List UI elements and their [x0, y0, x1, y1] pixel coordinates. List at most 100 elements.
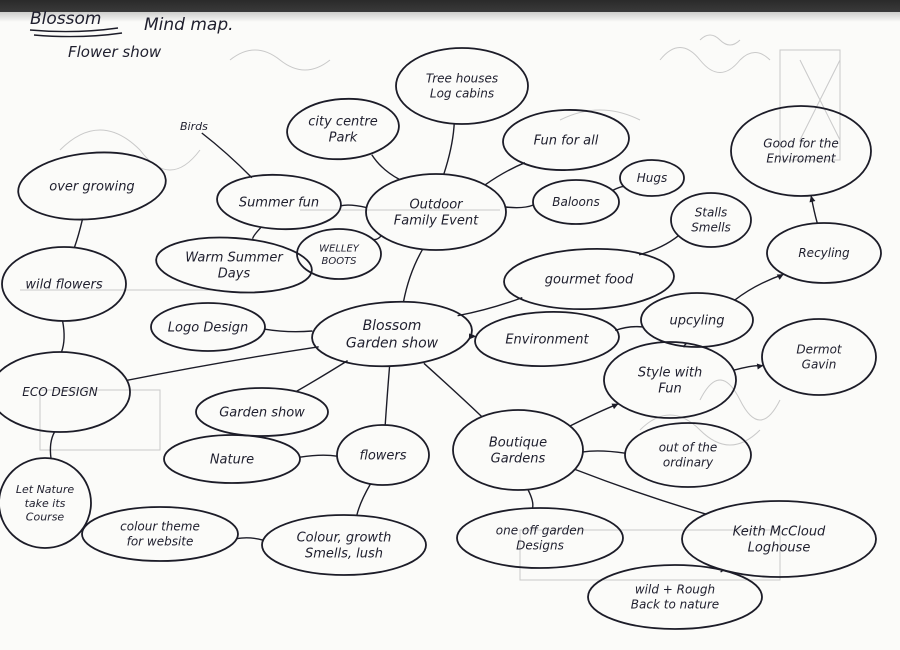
arrowhead-boutique-stylefun: [611, 403, 619, 410]
edge-outdoor-citypark: [371, 154, 400, 181]
edge-summerfun-warmdays: [252, 227, 262, 239]
node-outofordinary-label: out of the: [659, 441, 718, 455]
node-dermot-outline: [761, 318, 877, 396]
node-oneoff-outline: [456, 507, 624, 569]
node-overgrowing: over growing: [17, 151, 167, 221]
background-pencil-sketches: [20, 34, 841, 581]
node-colour-label: Colour, growth: [297, 530, 392, 545]
edge-outdoor-welley: [372, 235, 382, 241]
node-funforall-label: Fun for all: [534, 134, 599, 149]
node-overgrowing-label: over growing: [49, 180, 134, 195]
edge-gourmet-stalls: [638, 235, 679, 256]
node-boutique-outline: [452, 409, 584, 491]
node-wildrough-outline: [587, 564, 763, 630]
node-ecodesign-outline: [0, 351, 131, 433]
edge-boutique-stylefun: [569, 403, 619, 427]
node-colourtheme-label: for website: [127, 535, 194, 549]
node-wildrough-label: Back to nature: [631, 598, 719, 612]
node-gardenshow-outline: [195, 387, 329, 437]
node-environment: Environment: [474, 310, 620, 368]
node-flowers-outline: [336, 424, 430, 486]
node-boutique-label: Boutique: [489, 435, 547, 450]
node-letnature-label: Let Nature: [16, 483, 74, 496]
node-summerfun: Summer fun: [216, 173, 342, 231]
node-blossom-label: Blossom: [363, 318, 422, 334]
node-stylefun-outline: [603, 341, 737, 419]
node-gourmet-label: gourmet food: [545, 273, 634, 288]
node-wildflowers-outline: [1, 246, 127, 322]
node-recycling: Recyling: [766, 222, 882, 284]
node-goodenv-label: Enviroment: [766, 152, 837, 166]
edge-environment-upcycling: [614, 325, 643, 332]
node-blossom-label: Garden show: [346, 336, 439, 352]
node-treehouses-outline: [395, 47, 529, 125]
edge-blossom-gourmet: [457, 296, 523, 317]
node-welley-label: BOOTS: [321, 256, 357, 267]
node-treehouses-label: Tree houses: [426, 72, 498, 86]
page-top-shadow: [0, 12, 900, 22]
edge-blossom-outdoor: [402, 248, 424, 303]
edge-outdoor-summerfun: [340, 204, 367, 209]
node-keith-outline: [681, 500, 877, 578]
node-stylefun-label: Fun: [658, 382, 681, 397]
node-welley-outline: [296, 228, 382, 280]
node-overgrowing-outline: [17, 151, 167, 221]
node-ecodesign: ECO DESIGN: [0, 351, 131, 433]
node-oneoff-label: one off garden: [496, 524, 584, 538]
node-warmdays-outline: [155, 236, 313, 294]
edge-boutique-outofordinary: [582, 450, 626, 454]
node-wildrough-label: wild + Rough: [635, 583, 715, 597]
node-blossom-outline: [311, 300, 473, 368]
edge-summerfun-birds: [201, 132, 253, 179]
edge-flowers-colour: [356, 483, 372, 516]
node-balloons-label: Baloons: [552, 195, 599, 209]
edge-wildflowers-overgrowing: [73, 218, 84, 248]
node-recycling-label: Recyling: [798, 246, 850, 260]
node-gourmet-outline: [503, 247, 675, 311]
node-letnature-label: Course: [26, 511, 65, 524]
edge-boutique-keith: [574, 468, 706, 515]
node-warmdays-label: Warm Summer: [185, 250, 284, 265]
map-subtitle: Mind map.: [144, 15, 234, 35]
arrowhead-upcycling-recycling: [776, 274, 784, 280]
node-logodesign-outline: [150, 302, 266, 352]
title-underline: [29, 27, 119, 33]
node-ecodesign-label: ECO DESIGN: [22, 385, 97, 399]
node-balloons-outline: [532, 179, 620, 225]
node-colourtheme-label: colour theme: [120, 520, 200, 534]
node-letnature-outline: [0, 457, 92, 549]
edge-ecodesign-wildflowers: [60, 320, 65, 353]
node-hugs: Hugs: [619, 159, 685, 197]
node-upcycling: upcyling: [640, 292, 754, 348]
node-gourmet: gourmet food: [503, 247, 675, 311]
node-boutique-label: Gardens: [491, 452, 546, 467]
free-labels: Birds: [180, 120, 208, 133]
edge-outdoor-balloons: [505, 204, 534, 209]
label-birds: Birds: [180, 120, 208, 133]
arrowhead-recycling-goodenv: [809, 195, 816, 203]
node-outdoor-outline: [365, 173, 507, 251]
edge-outdoor-funforall: [484, 162, 526, 186]
node-goodenv-label: Good for the: [763, 137, 838, 151]
node-keith-label: Keith McCloud: [733, 524, 826, 539]
node-stalls-outline: [670, 192, 752, 248]
node-oneoff-label: Designs: [516, 539, 564, 553]
node-letnature-label: take its: [25, 497, 66, 510]
node-flowers-label: flowers: [359, 449, 406, 464]
node-environment-outline: [474, 310, 620, 368]
map-header: Blossom Mind map. Flower show: [29, 9, 234, 61]
edge-blossom-boutique: [423, 362, 483, 418]
node-summerfun-outline: [216, 173, 342, 231]
edge-balloons-hugs: [612, 185, 625, 192]
